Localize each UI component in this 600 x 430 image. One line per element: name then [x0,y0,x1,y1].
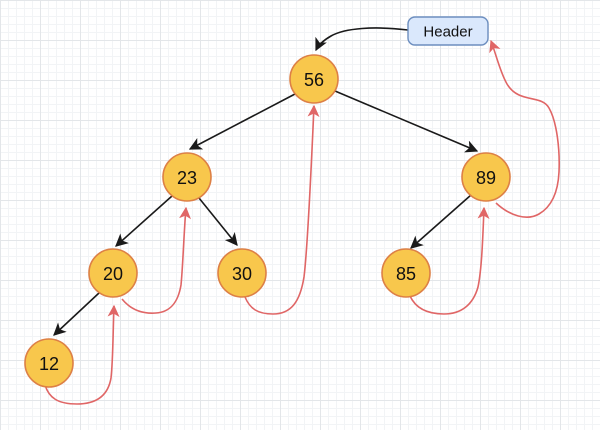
node-30-label: 30 [232,264,252,284]
edge-23-to-20 [115,195,173,247]
node-85[interactable]: 85 [381,248,431,298]
node-12-label: 12 [39,354,59,374]
node-56-circle[interactable] [289,54,339,104]
edge-56-to-23 [188,93,296,150]
edge-23-to-30 [198,197,238,246]
edge-56-to-89 [334,90,479,153]
node-85-circle[interactable] [381,248,431,298]
node-85-label: 85 [396,264,416,284]
edge-89-to-85 [410,194,472,249]
thread-85-to-89 [409,206,490,315]
node-20-label: 20 [103,264,123,284]
thread-12-to-20 [44,304,120,405]
thread-links [44,39,560,405]
node-89-label: 89 [476,168,496,188]
edge-20-to-12 [53,292,100,336]
node-23[interactable]: 23 [162,152,212,202]
node-30[interactable]: 30 [217,248,267,298]
thread-20-to-23 [121,206,191,314]
node-56[interactable]: 56 [289,54,339,104]
thread-30-to-56 [244,104,320,315]
header-label: Header [423,24,472,41]
node-89-circle[interactable] [461,152,511,202]
node-23-label: 23 [177,168,197,188]
node-56-label: 56 [304,70,324,90]
tree-edges [53,27,479,336]
header-rect[interactable] [407,16,489,46]
node-20[interactable]: 20 [88,248,138,298]
header-box[interactable]: Header [407,16,489,46]
thread-89-to-header [489,39,560,218]
edge-header-to-56 [315,27,409,52]
node-20-circle[interactable] [88,248,138,298]
node-12[interactable]: 12 [24,338,74,388]
node-12-circle[interactable] [24,338,74,388]
node-30-circle[interactable] [217,248,267,298]
node-23-circle[interactable] [162,152,212,202]
node-89[interactable]: 89 [461,152,511,202]
